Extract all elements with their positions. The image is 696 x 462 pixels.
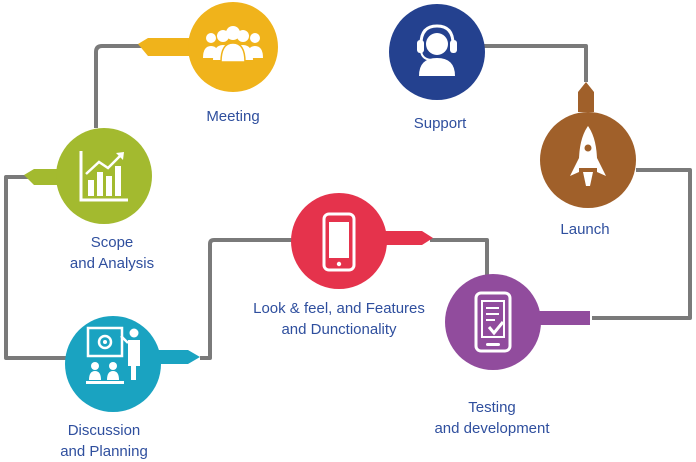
connector-lines <box>4 44 692 360</box>
discussion-label-line1: Discussion <box>67 422 141 439</box>
testing-label: Testing and development <box>434 397 549 439</box>
rocket-icon <box>570 126 606 186</box>
scope-circle <box>56 128 152 224</box>
smartphone-icon <box>322 212 356 272</box>
connector-testing-launch <box>592 168 692 320</box>
look-label-line1: Look & feel, and Features <box>253 300 425 317</box>
connector-support-launch <box>484 44 588 82</box>
step-support <box>389 4 485 100</box>
meeting-label: Meeting <box>206 106 259 127</box>
testing-label-line2: and development <box>434 420 550 437</box>
scope-label-line2: and Analysis <box>69 255 155 272</box>
presentation-icon <box>86 326 140 384</box>
connector-discussion-look <box>200 238 292 360</box>
discussion-label-line2: and Planning <box>60 443 148 460</box>
step-scope <box>24 128 152 224</box>
testing-label-line1: Testing <box>468 399 516 416</box>
step-look <box>291 193 433 289</box>
launch-tab <box>578 82 594 112</box>
scope-label: Scope and Analysis <box>70 232 154 274</box>
meeting-people-icon <box>203 26 263 63</box>
step-testing <box>445 274 590 370</box>
step-discussion <box>65 316 200 412</box>
discussion-label: Discussion and Planning <box>60 420 148 462</box>
meeting-tab <box>138 38 200 56</box>
support-label-text: Support <box>413 115 467 132</box>
connector-scope-discussion <box>4 175 66 360</box>
launch-label: Launch <box>560 219 609 240</box>
launch-label-text: Launch <box>560 221 610 238</box>
meeting-label-text: Meeting <box>206 108 260 125</box>
bar-chart-icon <box>79 151 128 202</box>
headset-support-icon <box>417 24 457 76</box>
phone-checklist-icon <box>474 291 512 353</box>
step-launch <box>540 82 636 208</box>
step-meeting <box>138 2 278 92</box>
testing-circle <box>445 274 541 370</box>
support-label: Support <box>414 113 467 134</box>
connector-look-testing <box>430 238 489 275</box>
connector-scope-meeting <box>94 44 145 128</box>
look-label-line2: and Dunctionality <box>281 321 397 338</box>
look-label: Look & feel, and Features and Dunctional… <box>253 298 425 340</box>
testing-tab <box>530 311 590 325</box>
scope-label-line1: Scope <box>90 234 134 251</box>
